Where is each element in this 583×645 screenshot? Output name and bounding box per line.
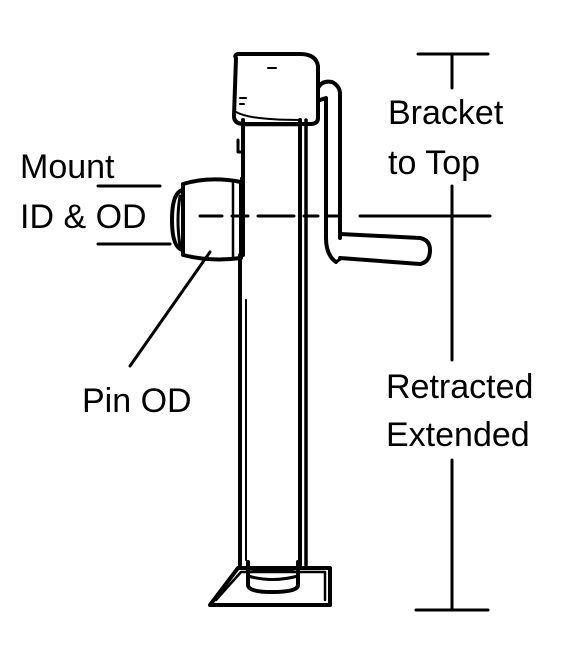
mount-bracket: [170, 177, 243, 262]
pin-od-leader: [128, 250, 212, 368]
height-dimension: [414, 52, 490, 612]
foot-collar: [246, 560, 300, 594]
bracket-label-line2: to Top: [388, 144, 480, 182]
foot-plate: [208, 566, 332, 607]
bracket-label-line1: Bracket: [388, 94, 504, 132]
top-cap: [232, 52, 320, 126]
extended-label: Extended: [386, 416, 530, 454]
outer-tube: [236, 118, 302, 567]
retracted-label: Retracted: [386, 368, 533, 406]
inner-leg-tube: [238, 118, 308, 567]
pin-od-label: Pin OD: [82, 382, 192, 420]
crank-handle: [316, 79, 432, 266]
mount-dimension-lines: [96, 184, 172, 246]
mount-label-line1: Mount: [20, 148, 115, 186]
mount-label-line2: ID & OD: [20, 198, 147, 236]
